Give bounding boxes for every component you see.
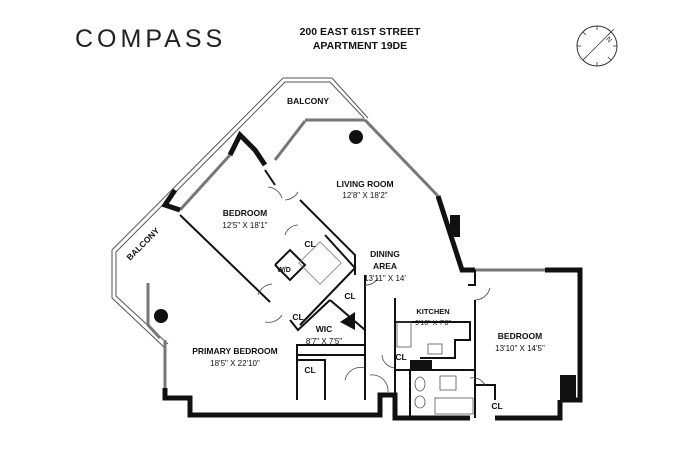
interior-walls [179, 169, 496, 418]
room-dims-wic: 8'7" X 7'5" [306, 337, 342, 346]
room-label-primary-bedroom: PRIMARY BEDROOM [192, 346, 277, 356]
room-label-washer-dryer: W/D [277, 267, 291, 274]
room-label-bedroom-2: BEDROOM [498, 331, 542, 341]
room-label-balcony-left: BALCONY [124, 225, 161, 262]
room-label-wic: WIC [316, 324, 333, 334]
room-label-closet-1: CL [304, 239, 315, 249]
address-street: 200 EAST 61ST STREET [299, 26, 421, 38]
room-label-area: AREA [373, 261, 397, 271]
doors [257, 186, 491, 393]
room-dims-bedroom-2: 13'10" X 14'5" [495, 344, 545, 353]
room-label-closet-6: CL [491, 401, 502, 411]
room-label-kitchen: KITCHEN [416, 307, 449, 316]
windows [146, 118, 545, 388]
room-label-closet-2: CL [344, 291, 355, 301]
room-dims-kitchen: 9'10" X 7'8" [415, 320, 451, 327]
room-dims-dining-area: 13'11" X 14' [364, 274, 406, 283]
room-label-closet-3: CL [292, 312, 303, 322]
room-label-closet-4: CL [304, 365, 315, 375]
room-label-living-room: LIVING ROOM [336, 179, 393, 189]
north-arrow-icon: N [576, 25, 618, 67]
compass-logo: COMPASS [75, 25, 227, 53]
room-label-balcony-top: BALCONY [287, 96, 329, 106]
property-address: 200 EAST 61ST STREET APARTMENT 19DE [290, 25, 430, 53]
room-label-bedroom-1: BEDROOM [223, 208, 267, 218]
room-dims-living-room: 12'8" X 18'2" [342, 191, 387, 200]
svg-text:N: N [604, 36, 613, 45]
room-label-dining: DINING [370, 249, 400, 259]
room-dims-primary-bedroom: 18'5" X 22'10" [210, 359, 260, 368]
room-dims-bedroom-1: 12'5" X 18'1" [222, 221, 267, 230]
address-unit: APARTMENT 19DE [312, 40, 408, 52]
room-label-closet-5: CL [395, 352, 406, 362]
